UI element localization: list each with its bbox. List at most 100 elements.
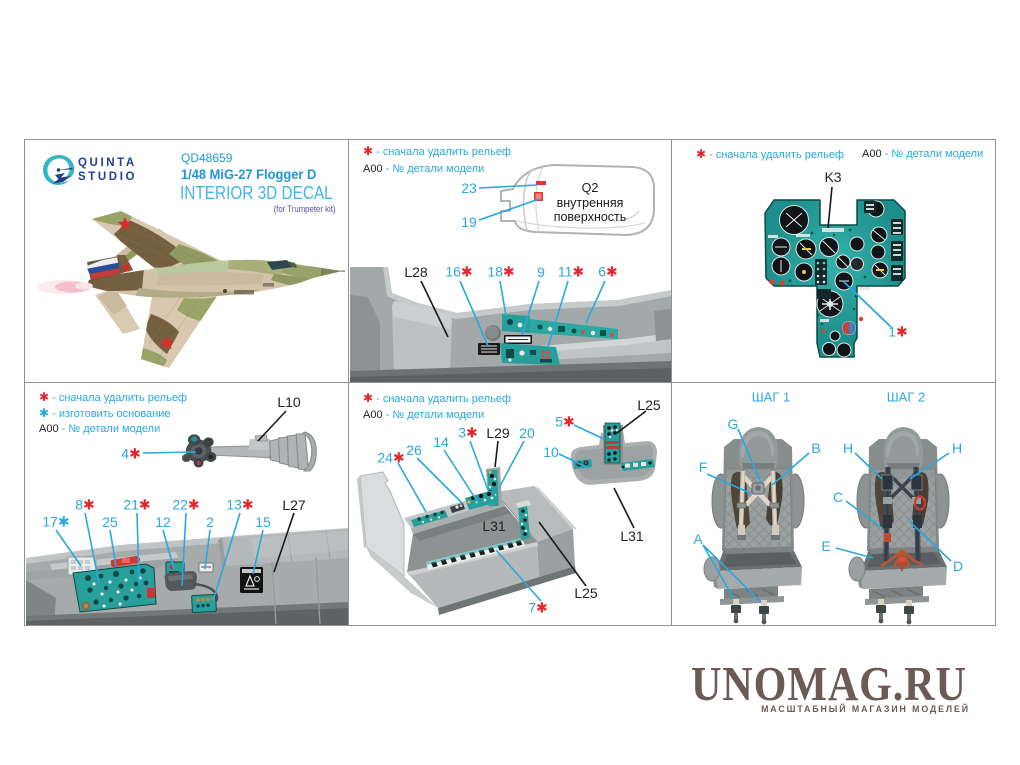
part-label-k3: K3 bbox=[824, 170, 841, 184]
part-label-l31-main: L31 bbox=[482, 519, 505, 533]
cell-instrument-panel: ✱ - сначала удалить рельеф A00 - № детал… bbox=[671, 139, 996, 383]
brand-name-line2: STUDIO bbox=[78, 170, 138, 183]
callout-12-text: 12 bbox=[155, 514, 171, 530]
part-code-text: A00 bbox=[363, 409, 383, 421]
legend-remove-relief: ✱ - сначала удалить рельеф bbox=[696, 146, 844, 163]
part-label-l25-side: L25 bbox=[637, 398, 660, 412]
callout-c: C bbox=[833, 490, 843, 504]
legend-part-number: A00 - № детали модели bbox=[363, 161, 484, 177]
callout-7: 7✱ bbox=[528, 601, 548, 616]
callout-h-left: H bbox=[843, 441, 853, 455]
callout-17-text: 17 bbox=[42, 513, 58, 530]
cockpit-tub-photo bbox=[357, 467, 577, 615]
part-label-text: K3 bbox=[824, 169, 842, 185]
callout-e: E bbox=[821, 539, 830, 553]
canopy-text-line3-text: поверхность bbox=[553, 210, 627, 224]
callout-12: 12 bbox=[155, 515, 171, 529]
callout-17: 17✱ bbox=[42, 515, 69, 530]
red-star-icon: ✱ bbox=[572, 264, 585, 281]
callout-g: G bbox=[728, 417, 739, 431]
cell-branding: QUINTA STUDIO QD48659 1/48 MiG-27 Flogge… bbox=[24, 139, 349, 383]
callout-15: 15 bbox=[255, 515, 271, 529]
callout-3-text: 3 bbox=[458, 424, 467, 441]
red-star-icon: ✱ bbox=[363, 144, 374, 158]
part-label-console-text: L27 bbox=[282, 497, 306, 513]
callout-h-left-text: H bbox=[842, 440, 854, 456]
instrument-panel-photo bbox=[764, 199, 906, 358]
cell-stick-console: ✱ - сначала удалить рельеф ✱ - изготовит… bbox=[24, 382, 349, 626]
callout-21: 21✱ bbox=[123, 498, 150, 513]
console-photo bbox=[26, 528, 348, 625]
callout-24-text: 24 bbox=[377, 449, 393, 466]
callout-h-right: H bbox=[952, 441, 962, 455]
callout-6: 6✱ bbox=[598, 265, 618, 280]
product-code: QD48659 bbox=[181, 151, 233, 165]
part-number-note-text: - № детали модели bbox=[385, 409, 485, 421]
legend-part-number: A00 - № детали модели bbox=[862, 146, 983, 162]
callout-11: 11✱ bbox=[558, 265, 584, 280]
callout-h-right-text: H bbox=[951, 440, 963, 456]
red-star-icon: ✱ bbox=[536, 600, 548, 617]
callout-2: 2 bbox=[206, 515, 214, 529]
callout-26-text: 26 bbox=[406, 442, 422, 458]
callout-14-text: 14 bbox=[433, 434, 449, 450]
part-code-text: A00 bbox=[862, 148, 882, 160]
part-label-l31-side: L31 bbox=[620, 529, 643, 543]
step2-header-text: ШАГ 2 bbox=[886, 389, 926, 405]
red-star-icon: ✱ bbox=[129, 446, 141, 463]
side-console-photo bbox=[570, 422, 657, 485]
product-title: 1/48 MiG-27 Flogger D bbox=[181, 166, 317, 182]
callout-10-text: 10 bbox=[543, 444, 559, 460]
callout-e-text: E bbox=[821, 538, 831, 554]
part-label-l28: L28 bbox=[404, 265, 427, 279]
step1-header: ШАГ 1 bbox=[752, 390, 790, 405]
callout-25: 25 bbox=[102, 515, 118, 529]
red-star-icon: ✱ bbox=[39, 390, 50, 404]
callout-a: A bbox=[693, 532, 702, 546]
red-star-icon: ✱ bbox=[392, 450, 405, 467]
callout-18-text: 18 bbox=[487, 263, 503, 280]
part-label-l29-text: L29 bbox=[486, 425, 510, 441]
callout-3: 3✱ bbox=[458, 426, 478, 441]
callout-18: 18✱ bbox=[487, 265, 514, 280]
remove-relief-text: - сначала удалить рельеф bbox=[376, 393, 511, 405]
part-number-note-text: - № детали модели bbox=[385, 163, 485, 175]
control-stick-photo bbox=[181, 431, 317, 472]
part-label-l10: L10 bbox=[277, 395, 300, 409]
cell-canopy-sill: ✱ - сначала удалить рельеф A00 - № детал… bbox=[348, 139, 672, 383]
part-label-l25-main: L25 bbox=[574, 586, 597, 600]
cell-ejection-seats: ШАГ 1 ШАГ 2 bbox=[671, 382, 996, 626]
part-label-l29: L29 bbox=[486, 426, 509, 440]
callout-11-text: 11 bbox=[557, 263, 573, 280]
callout-2-text: 2 bbox=[206, 514, 214, 530]
part-label-l25-main-text: L25 bbox=[574, 585, 598, 601]
red-star-icon: ✱ bbox=[187, 497, 200, 514]
callout-26: 26 bbox=[406, 443, 422, 457]
callout-b-text: B bbox=[811, 440, 821, 456]
red-star-icon: ✱ bbox=[502, 264, 515, 281]
callout-d: D bbox=[953, 559, 963, 573]
part-number-note-text: - № детали модели bbox=[61, 423, 161, 435]
cell-cockpit-tub: ✱ - сначала удалить рельеф A00 - № детал… bbox=[348, 382, 672, 626]
red-star-icon: ✱ bbox=[896, 324, 908, 341]
legend-make-base: ✱ - изготовить основание bbox=[39, 405, 171, 422]
legend-remove-relief: ✱ - сначала удалить рельеф bbox=[363, 143, 511, 160]
callout-1-text: 1 bbox=[888, 323, 897, 340]
legend-part-number: A00 - № детали модели bbox=[363, 407, 484, 423]
callout-13: 13✱ bbox=[226, 498, 253, 513]
legend-part-number: A00 - № детали модели bbox=[39, 421, 160, 437]
callout-13-text: 13 bbox=[226, 496, 242, 513]
callout-6-text: 6 bbox=[598, 263, 607, 280]
legend-remove-relief: ✱ - сначала удалить рельеф bbox=[39, 389, 187, 406]
red-star-icon: ✱ bbox=[696, 147, 707, 161]
brand-name-line1: QUINTA bbox=[78, 157, 137, 169]
aircraft-photo bbox=[37, 211, 345, 368]
callout-24: 24✱ bbox=[377, 451, 404, 466]
brand-name: QUINTA STUDIO bbox=[78, 157, 137, 184]
legend-remove-relief: ✱ - сначала удалить рельеф bbox=[363, 390, 511, 407]
blue-star-icon: ✱ bbox=[39, 406, 50, 420]
part-code-text: A00 bbox=[39, 423, 59, 435]
canopy-text-line2-text: внутренняя bbox=[556, 195, 624, 210]
part-label-text: L28 bbox=[404, 264, 428, 280]
callout-20-text: 20 bbox=[519, 425, 535, 441]
